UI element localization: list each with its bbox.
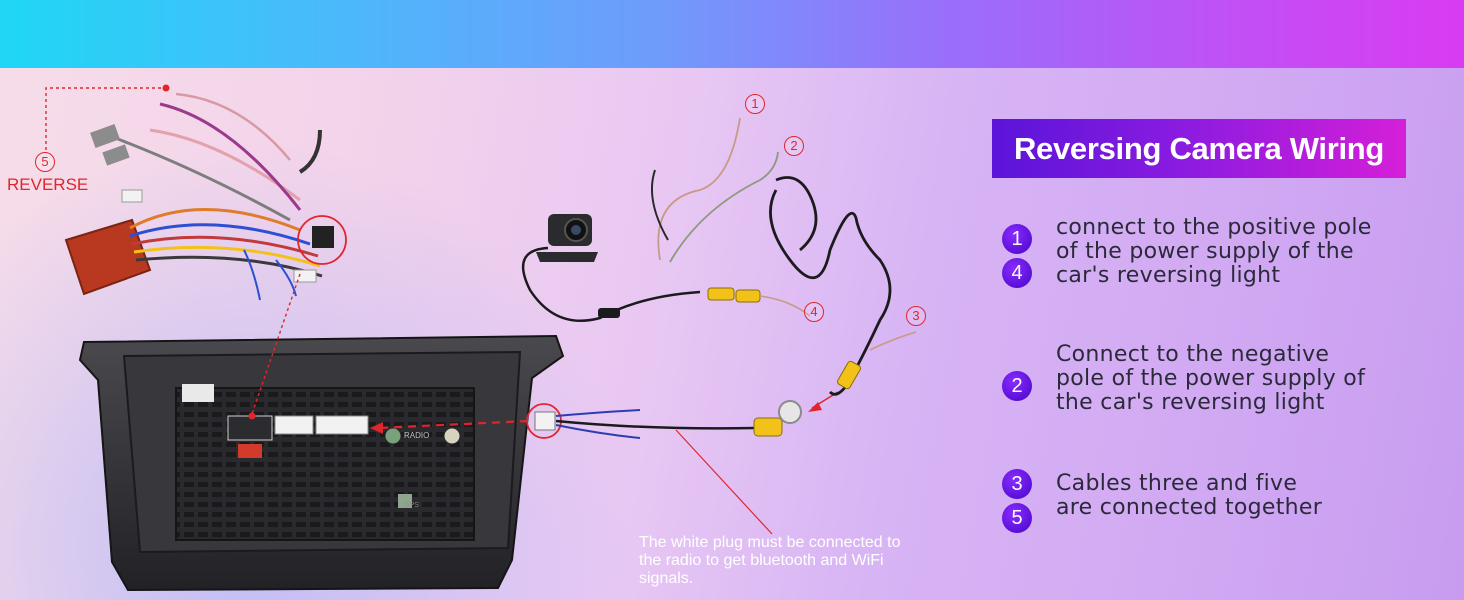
step-line: car's reversing light — [1056, 263, 1281, 288]
badge-4: 4 — [1002, 258, 1032, 288]
radio-head-unit — [78, 334, 565, 592]
badge-3: 3 — [1002, 469, 1032, 499]
step-line: Connect to the negative — [1056, 342, 1330, 367]
step-line: connect to the positive pole — [1056, 215, 1372, 240]
callout-3: 3 — [906, 306, 926, 326]
reverse-label: REVERSE — [7, 175, 89, 194]
step-text: Cables three and five are connected toge… — [1056, 472, 1426, 520]
badge-1: 1 — [1002, 224, 1032, 254]
radio-label: RADIO — [404, 431, 430, 440]
badge-5: 5 — [1002, 503, 1032, 533]
callout-2: 2 — [784, 136, 804, 156]
note-line: signals. — [639, 570, 694, 587]
wire-harness — [64, 92, 347, 301]
step-text: connect to the positive pole of the powe… — [1056, 216, 1426, 288]
step-line: the car's reversing light — [1056, 390, 1325, 415]
reversing-camera — [536, 214, 598, 262]
callout-1: 1 — [745, 94, 765, 114]
white-plug-note: The white plug must be connected to the … — [639, 534, 969, 588]
note-line: the radio to get bluetooth and WiFi — [639, 552, 884, 569]
top-banner — [0, 0, 1464, 68]
step-line: are connected together — [1056, 495, 1323, 520]
callout-4: 4 — [804, 302, 824, 322]
step-line: Cables three and five — [1056, 471, 1298, 496]
note-line: The white plug must be connected to — [639, 534, 901, 551]
step-text: Connect to the negative pole of the powe… — [1056, 343, 1426, 415]
gps-label: GPS — [404, 502, 419, 509]
callout-5: 5 — [35, 152, 55, 172]
step-line: of the power supply of the — [1056, 239, 1354, 264]
step-line: pole of the power supply of — [1056, 366, 1366, 391]
page-title: Reversing Camera Wiring — [992, 119, 1406, 178]
badge-2: 2 — [1002, 371, 1032, 401]
